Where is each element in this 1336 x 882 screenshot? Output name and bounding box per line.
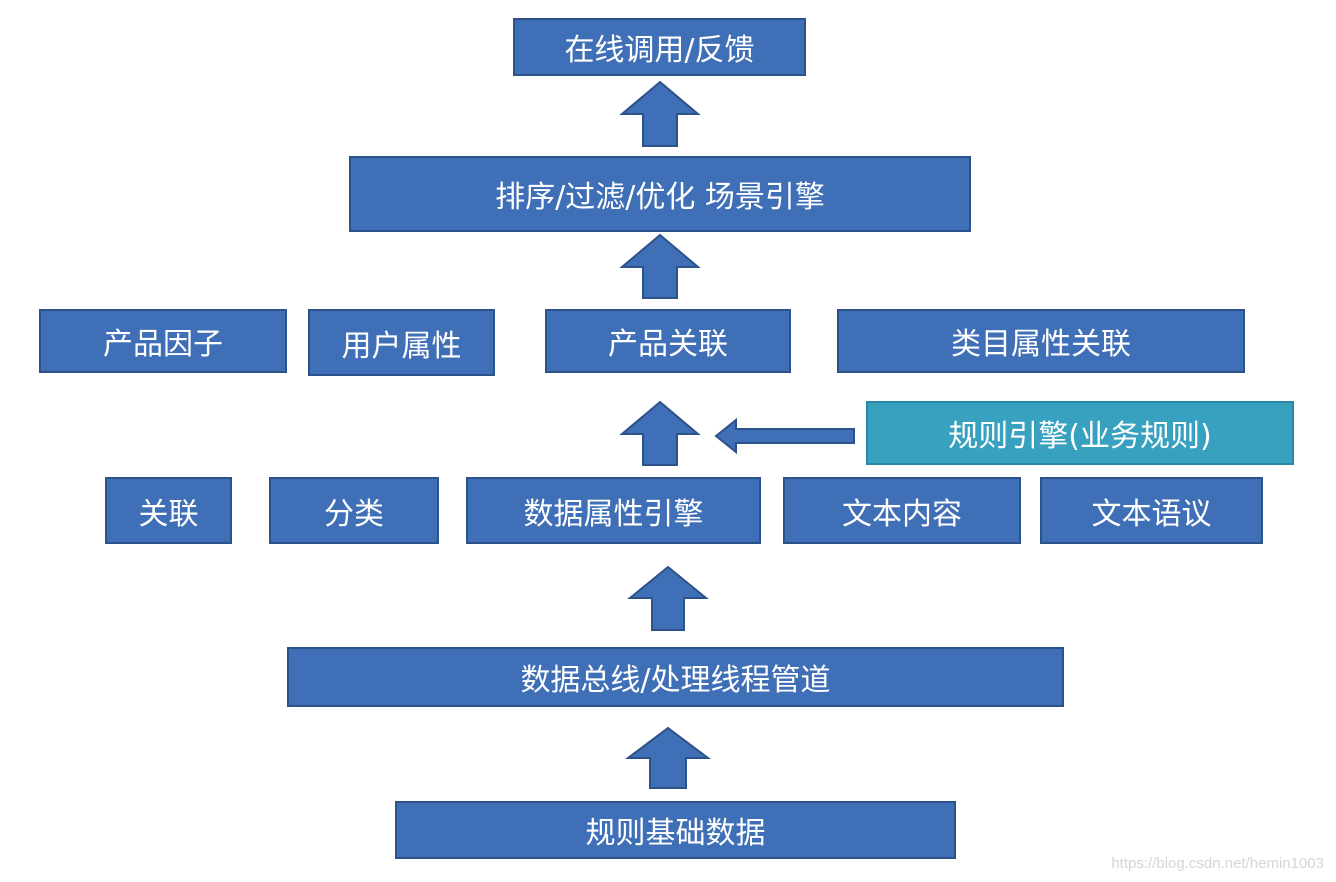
text-content-box: 文本内容	[783, 477, 1021, 544]
data-attribute-engine-box: 数据属性引擎	[466, 477, 761, 544]
rule-base-data-box: 规则基础数据	[395, 801, 956, 859]
association-box: 关联	[105, 477, 232, 544]
online-call-box: 在线调用/反馈	[513, 18, 806, 76]
watermark: https://blog.csdn.net/hemin1003	[1111, 855, 1324, 872]
user-attribute-box: 用户属性	[308, 309, 495, 376]
up-arrow-3	[619, 400, 701, 466]
text-semantic-box: 文本语议	[1040, 477, 1263, 544]
data-bus-pipeline-box: 数据总线/处理线程管道	[287, 647, 1064, 707]
category-attribute-association-box: 类目属性关联	[837, 309, 1245, 373]
left-arrow-rule-engine	[714, 417, 855, 455]
up-arrow-5	[619, 80, 701, 147]
up-arrow-1	[625, 726, 711, 789]
classification-box: 分类	[269, 477, 439, 544]
up-arrow-4	[619, 233, 701, 299]
product-factor-box: 产品因子	[39, 309, 287, 373]
product-association-box: 产品关联	[545, 309, 791, 373]
rule-engine-box: 规则引擎(业务规则)	[866, 401, 1294, 465]
up-arrow-2	[627, 565, 709, 631]
sort-filter-engine-box: 排序/过滤/优化 场景引擎	[349, 156, 971, 232]
